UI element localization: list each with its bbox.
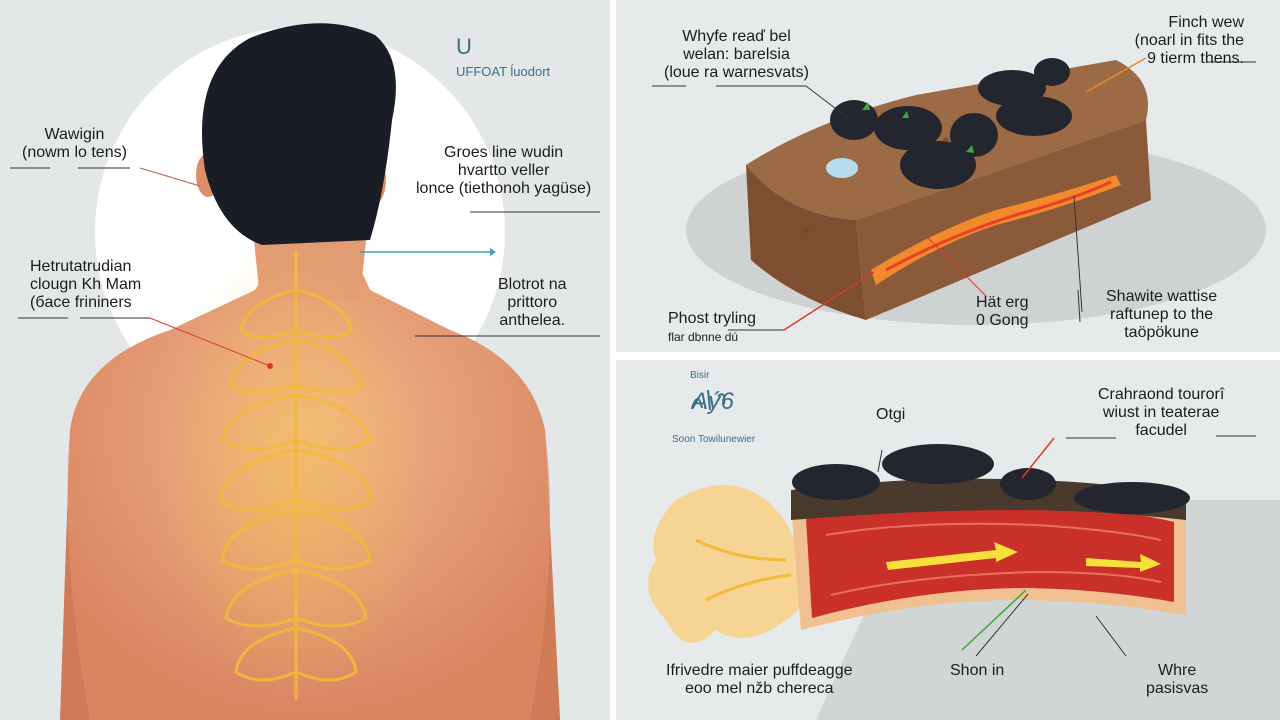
label-line: Ifrivedre maier puffdeagge bbox=[666, 662, 853, 679]
label-line: Groes line wudin bbox=[444, 144, 564, 161]
label-whyfe: Whyfe reaď bel welan: barelsia (loue ra … bbox=[664, 28, 809, 82]
leader-lines bbox=[10, 167, 600, 367]
label-line: 9 tierm thens. bbox=[1147, 50, 1244, 67]
label-line: Shawite wattise bbox=[1106, 288, 1218, 305]
muscle-section-illustration bbox=[648, 389, 1280, 720]
label-shawite: Shawite wattise raftunep to the taöpökun… bbox=[1106, 288, 1217, 342]
label-line: Hät erg bbox=[976, 294, 1029, 311]
label-ifrivedre: Ifrivedre maier puffdeagge eoo mel nžb c… bbox=[666, 662, 852, 698]
label-line: taöpökune bbox=[1124, 324, 1199, 341]
label-line: Shon in bbox=[950, 662, 1005, 679]
label-line: (nowm lo tens) bbox=[22, 144, 127, 161]
label-line: hvartto veller bbox=[457, 162, 550, 179]
logo-mark: U bbox=[456, 34, 473, 59]
label-line: wiust in teaterae bbox=[1102, 404, 1220, 421]
label-line: 0 Gong bbox=[976, 312, 1029, 329]
water-droplet bbox=[826, 158, 858, 178]
label-line: (loue ra warnesvats) bbox=[664, 64, 809, 81]
label-finch: Finch wew (noarl in fits the 9 tierm the… bbox=[1135, 14, 1244, 68]
label-line: Blotrot na bbox=[498, 276, 567, 293]
label-otgi: Otgi bbox=[876, 406, 905, 424]
label-line: (бace frininers bbox=[30, 294, 132, 311]
logo-text: Soon Towilunewier bbox=[672, 434, 756, 445]
hair bbox=[202, 23, 396, 245]
label-phost: Phost tryling flar dbnne dú bbox=[668, 310, 756, 346]
block-side bbox=[746, 165, 866, 320]
label-line: Crahraond tourorî bbox=[1098, 386, 1225, 403]
muscle-layer bbox=[806, 505, 1174, 618]
spine-nerves bbox=[218, 250, 374, 700]
label-groes: Groes line wudin hvartto veller lonce (t… bbox=[416, 144, 591, 198]
label-line: welan: barelsia bbox=[683, 46, 790, 63]
label-line: anthelea. bbox=[499, 312, 566, 329]
horizontal-divider bbox=[616, 352, 1280, 360]
back-anatomy-panel: U UFFOAT ĺuodort Wawigin (nowm lo tens) … bbox=[0, 0, 610, 720]
logo-top: Bisir bbox=[690, 370, 710, 381]
label-line: lonce (tiethonoh yagüse) bbox=[416, 180, 592, 197]
soil-block-panel: Whyfe reaď bel welan: barelsia (loue ra … bbox=[616, 0, 1280, 352]
label-line: Phost tryling bbox=[668, 310, 757, 327]
label-line: Whyfe reaď bel bbox=[682, 28, 791, 45]
label-line: Finch wew bbox=[1168, 14, 1244, 31]
label-hat-erg: Hät erg 0 Gong bbox=[976, 294, 1028, 330]
label-line: pasisvas bbox=[1146, 680, 1209, 697]
vertical-divider bbox=[610, 0, 616, 720]
label-crahraond: Crahraond tourorî wiust in teaterae facu… bbox=[1098, 386, 1224, 440]
soil-block-illustration bbox=[652, 57, 1266, 331]
logo-mark: Aý6 bbox=[692, 388, 735, 415]
label-line: prittoro bbox=[507, 294, 558, 311]
back-illustration bbox=[10, 23, 600, 720]
label-blotrot: Blotrot na prittoro anthelea. bbox=[498, 276, 566, 330]
label-line: flar dbnne dú bbox=[668, 330, 739, 344]
label-whre: Whre pasisvas bbox=[1146, 662, 1208, 698]
label-line: (noarl in fits the bbox=[1134, 32, 1244, 49]
label-line: clougn Kh Mam bbox=[30, 276, 142, 293]
label-wawigin: Wawigin (nowm lo tens) bbox=[22, 126, 127, 162]
label-shon-in: Shon in bbox=[950, 662, 1004, 680]
label-line: eoo mel nžb chereca bbox=[684, 680, 834, 697]
label-line: facudel bbox=[1135, 422, 1187, 439]
stones bbox=[792, 444, 1190, 514]
flow-arrow bbox=[1086, 554, 1161, 572]
leader-lines bbox=[652, 61, 1256, 331]
logo-text: UFFOAT ĺuodort bbox=[456, 64, 551, 79]
stones bbox=[830, 58, 1072, 189]
leader-lines bbox=[877, 435, 1256, 657]
label-line: Hetrutatrudian bbox=[30, 258, 132, 275]
label-line: Whre bbox=[1158, 662, 1197, 679]
label-line: raftunep to the bbox=[1109, 306, 1214, 323]
heat-burst bbox=[648, 485, 804, 643]
label-hetrutatrudian: Hetrutatrudian clougn Kh Mam (бace frini… bbox=[30, 258, 141, 312]
label-line: Wawigin bbox=[44, 126, 105, 143]
muscle-section-panel: Bisir Aý6 Soon Towilunewier Otgi Crahrao… bbox=[616, 360, 1280, 720]
label-line: Otgi bbox=[876, 406, 906, 423]
flow-arrow bbox=[886, 542, 1018, 570]
